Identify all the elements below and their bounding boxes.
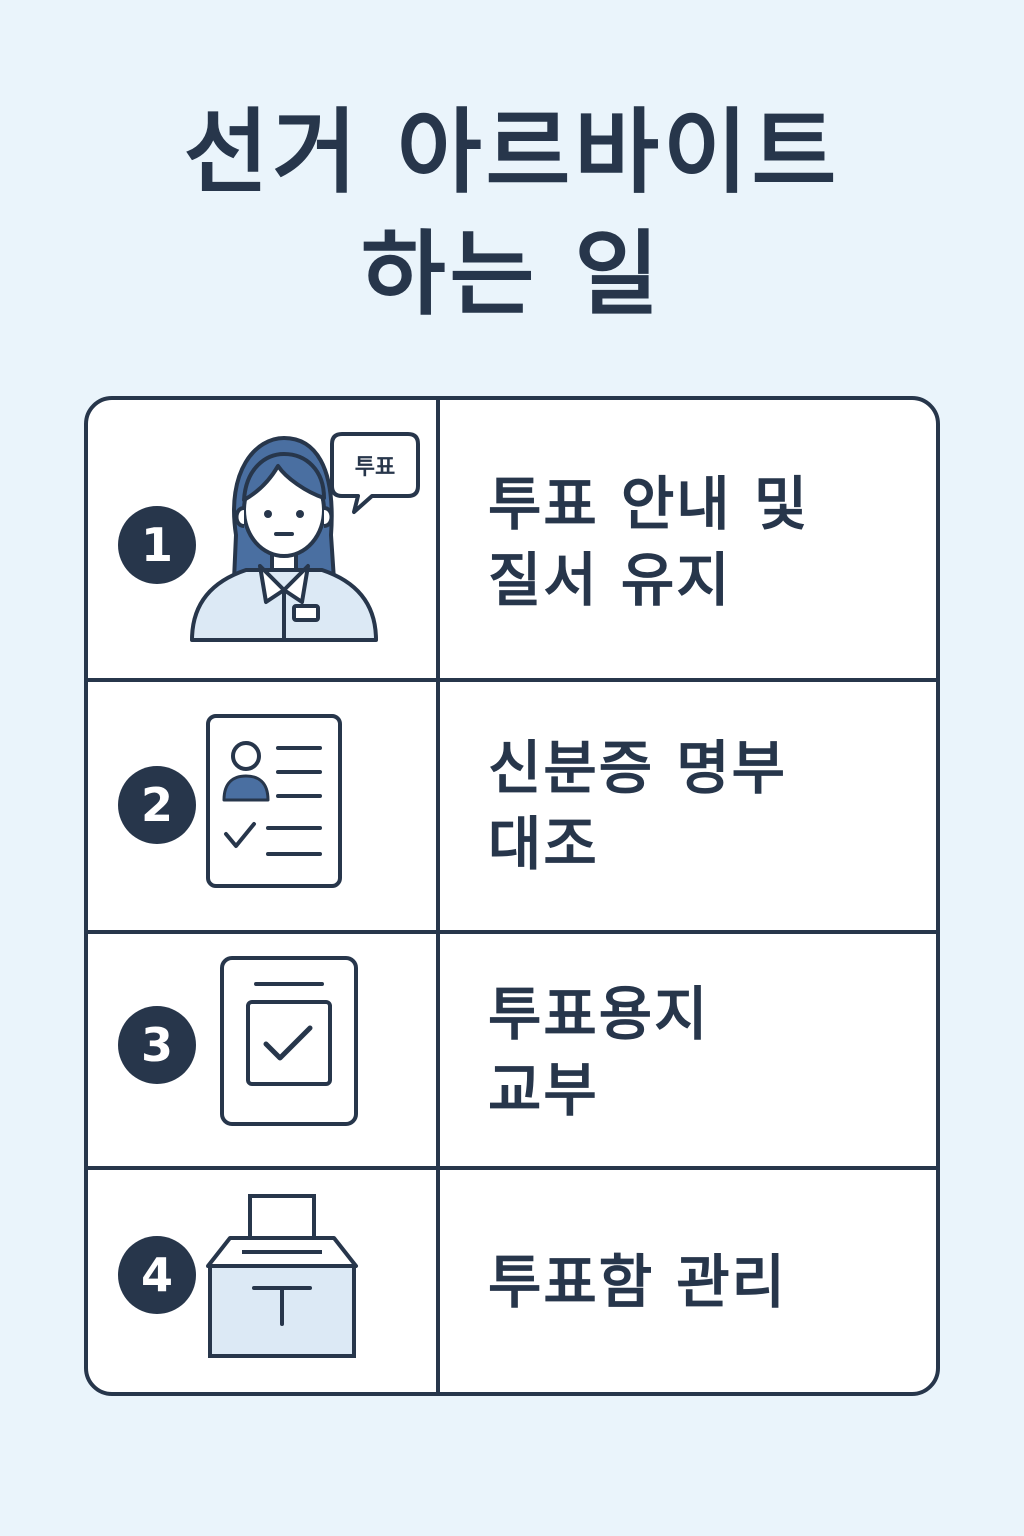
duty-label: 투표 안내 및 질서 유지 (488, 466, 908, 618)
speech-bubble-text: 투표 (355, 455, 395, 480)
duty-row-2: 2 신분증 명부 대조 (88, 678, 936, 930)
ballot-box-icon (206, 1194, 358, 1358)
duty-label-line-1: 투표 안내 및 (488, 470, 810, 538)
duty-row-4: 4 투표함 관리 (88, 1166, 936, 1392)
ballot-paper-check-icon (220, 956, 358, 1126)
duties-table: 1 투표 (84, 396, 940, 1396)
duty-label-line-1: 투표함 관리 (488, 1248, 787, 1316)
column-divider (436, 934, 440, 1166)
title-line-2: 하는 일 (361, 221, 663, 328)
title-line-1: 선거 아르바이트 (183, 99, 841, 206)
number-badge: 2 (118, 766, 196, 844)
number-badge: 4 (118, 1236, 196, 1314)
page-title: 선거 아르바이트 하는 일 (0, 92, 1024, 336)
number-badge: 1 (118, 506, 196, 584)
column-divider (436, 1170, 440, 1392)
column-divider (436, 400, 440, 678)
staff-with-speech-bubble-icon: 투표 (190, 432, 420, 642)
column-divider (436, 682, 440, 930)
duty-label: 투표용지 교부 (488, 976, 908, 1128)
duty-label-line-2: 대조 (488, 810, 599, 878)
number-badge: 3 (118, 1006, 196, 1084)
duty-label-line-2: 질서 유지 (488, 546, 732, 614)
duty-label-line-2: 교부 (488, 1056, 599, 1124)
duty-label-line-1: 투표용지 (488, 980, 710, 1048)
duty-label: 투표함 관리 (488, 1244, 908, 1320)
duty-row-1: 1 투표 (88, 400, 936, 678)
duty-label: 신분증 명부 대조 (488, 730, 908, 882)
duty-label-line-1: 신분증 명부 (488, 734, 787, 802)
duty-row-3: 3 투표용지 교부 (88, 930, 936, 1166)
id-checklist-document-icon (206, 714, 342, 888)
